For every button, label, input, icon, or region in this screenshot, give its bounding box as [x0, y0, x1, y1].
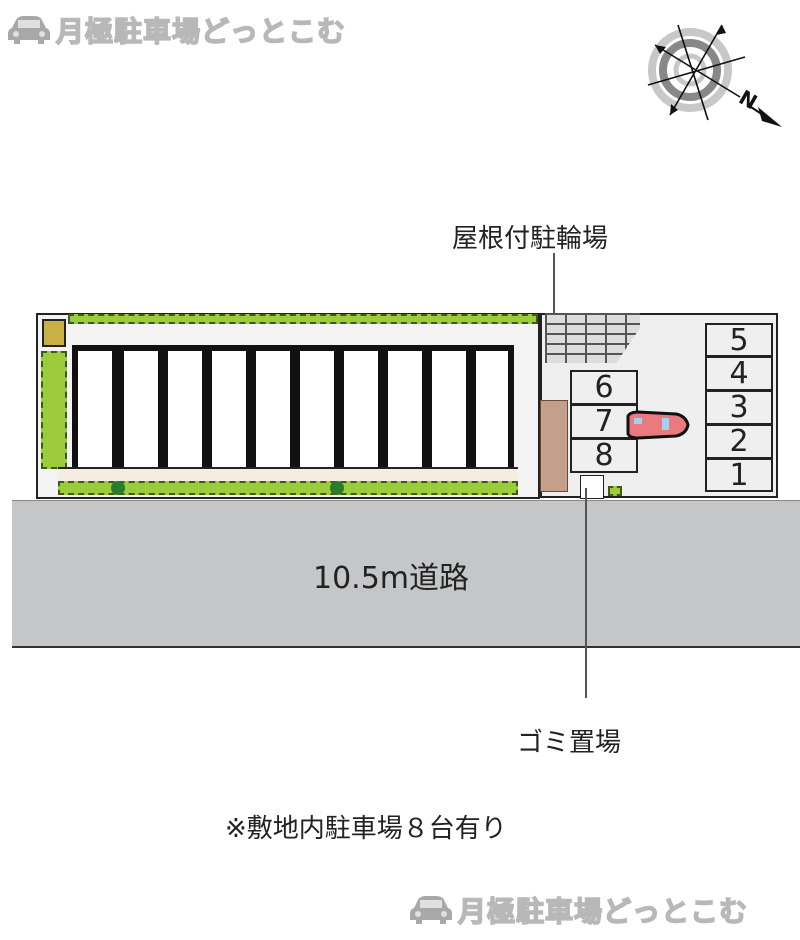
unit-9: [426, 345, 472, 468]
tree-icon: [330, 481, 344, 495]
parking-space-1: 1: [705, 458, 773, 493]
unit-5: [250, 345, 296, 468]
parking-note: ※敷地内駐車場８台有り: [225, 814, 507, 844]
greenery-top: [68, 314, 538, 324]
unit-2: [118, 345, 164, 468]
north-label: N: [735, 85, 762, 114]
unit-8: [382, 345, 428, 468]
bicycle-parking-area: [540, 400, 568, 492]
unit-7: [338, 345, 384, 468]
greenery-left: [41, 351, 67, 469]
parking-space-8: 8: [570, 438, 638, 473]
tree-icon: [111, 481, 125, 495]
car-icon: [626, 410, 690, 440]
parking-space-7: 7: [570, 404, 638, 439]
apartment-building: [36, 313, 540, 499]
label-covered-bicycle-parking: 屋根付駐輪場: [452, 224, 609, 254]
unit-3: [162, 345, 208, 468]
leader-line-garbage: [585, 488, 587, 698]
unit-6: [294, 345, 340, 468]
garbage-area-box: [580, 475, 604, 499]
parking-space-6: 6: [570, 370, 638, 405]
compass-rose-icon: N: [647, 24, 782, 127]
road-label: 10.5m道路: [312, 561, 470, 596]
label-garbage-area: ゴミ置場: [517, 728, 622, 758]
unit-10: [470, 345, 514, 468]
watermark-text: 月極駐車場どっとこむ: [457, 894, 749, 929]
watermark-bottom: 月極駐車場どっとこむ: [410, 890, 748, 930]
greenery-small: [608, 486, 622, 496]
walkway: [58, 467, 518, 482]
parking-space-4: 4: [705, 356, 773, 391]
unit-1: [72, 345, 118, 468]
parking-space-3: 3: [705, 390, 773, 425]
watermark-text: 月極駐車場どっとこむ: [55, 14, 347, 49]
greenery-front: [58, 481, 518, 495]
car-icon: [8, 16, 50, 44]
parking-space-5: 5: [705, 323, 773, 358]
utility-box: [42, 319, 66, 347]
watermark-top: 月極駐車場どっとこむ: [8, 10, 346, 50]
car-icon: [410, 896, 452, 924]
parking-space-2: 2: [705, 424, 773, 459]
unit-4: [206, 345, 252, 468]
road: 10.5m道路: [12, 500, 800, 648]
